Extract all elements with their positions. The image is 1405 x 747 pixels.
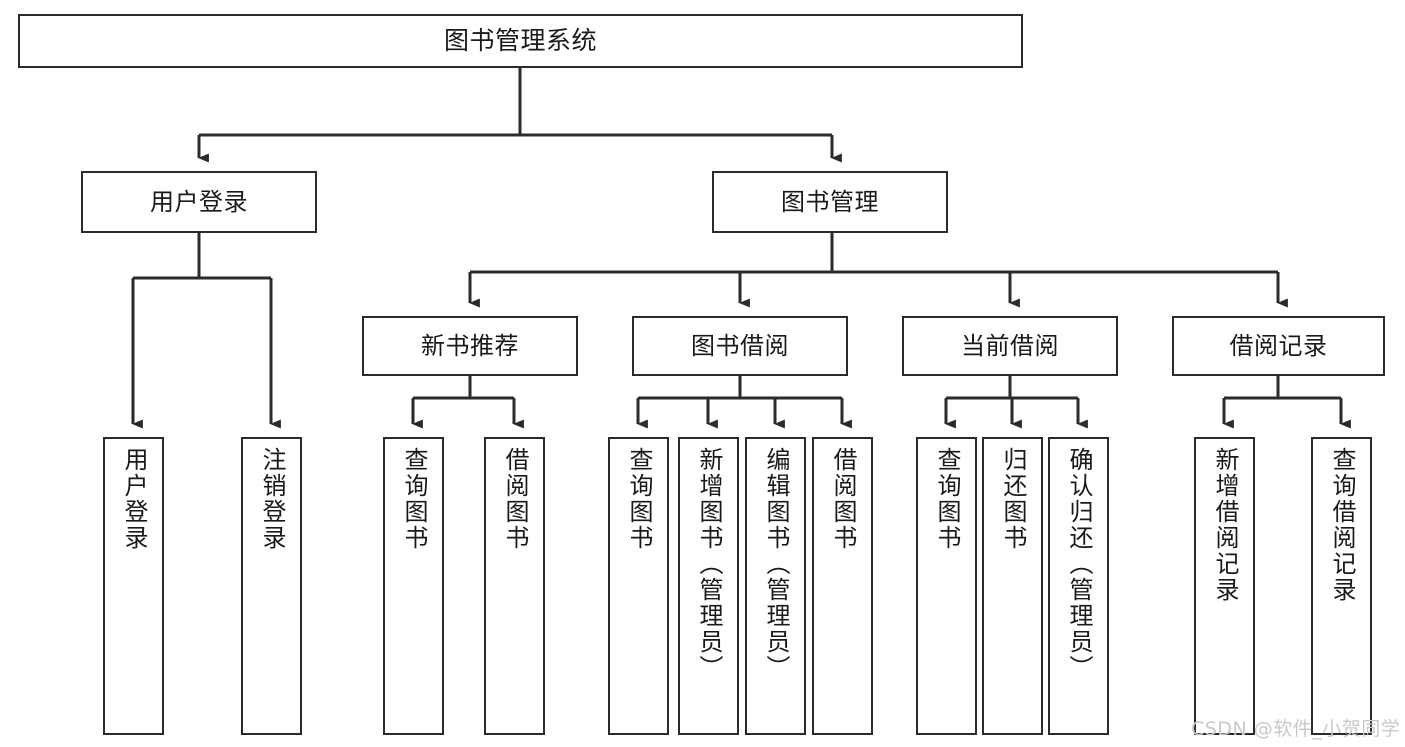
node-label: 借阅图书 [500,447,529,551]
node-label: 编辑图书（管理员） [761,447,790,681]
leaf-user-login-logout[interactable]: 注销登录 [241,437,302,735]
node-book-management[interactable]: 图书管理 [712,171,948,233]
node-label: 新增图书（管理员） [694,447,723,681]
leaf-book-borrow-add[interactable]: 新增图书（管理员） [678,437,739,735]
leaf-user-login-login[interactable]: 用户登录 [103,437,164,735]
node-user-login[interactable]: 用户登录 [81,171,317,233]
leaf-book-borrow-query[interactable]: 查询图书 [608,437,669,735]
node-current-borrow[interactable]: 当前借阅 [902,316,1118,376]
node-book-borrow[interactable]: 图书借阅 [632,316,848,376]
node-label: 图书借阅 [691,331,789,360]
node-root-system[interactable]: 图书管理系统 [18,14,1023,68]
leaf-current-borrow-return[interactable]: 归还图书 [982,437,1043,735]
leaf-new-book-borrow[interactable]: 借阅图书 [484,437,545,735]
node-new-book-recommend[interactable]: 新书推荐 [362,316,578,376]
node-label: 查询图书 [399,447,428,551]
node-borrow-record[interactable]: 借阅记录 [1172,316,1385,376]
leaf-new-book-query[interactable]: 查询图书 [383,437,444,735]
node-label: 归还图书 [998,447,1027,551]
node-label: 确认归还（管理员） [1064,447,1093,681]
leaf-borrow-record-query[interactable]: 查询借阅记录 [1311,437,1372,735]
node-label: 图书管理系统 [443,26,597,56]
leaf-current-borrow-query[interactable]: 查询图书 [916,437,977,735]
node-label: 借阅记录 [1229,331,1328,360]
csdn-watermark: CSDN @软件_小贺同学 [1191,718,1401,740]
node-label: 查询图书 [624,447,653,551]
leaf-book-borrow-lend[interactable]: 借阅图书 [812,437,873,735]
node-label: 注销登录 [257,447,286,551]
leaf-book-borrow-edit[interactable]: 编辑图书（管理员） [745,437,806,735]
node-label: 新书推荐 [421,331,519,360]
leaf-current-borrow-confirm[interactable]: 确认归还（管理员） [1048,437,1109,735]
node-label: 图书管理 [781,187,879,216]
node-label: 用户登录 [150,187,248,216]
node-label: 当前借阅 [961,331,1059,360]
leaf-borrow-record-add[interactable]: 新增借阅记录 [1194,437,1255,735]
node-label: 查询图书 [932,447,961,551]
node-label: 查询借阅记录 [1327,447,1356,603]
node-label: 借阅图书 [828,447,857,551]
node-label: 用户登录 [119,447,148,551]
node-label: 新增借阅记录 [1210,447,1239,603]
